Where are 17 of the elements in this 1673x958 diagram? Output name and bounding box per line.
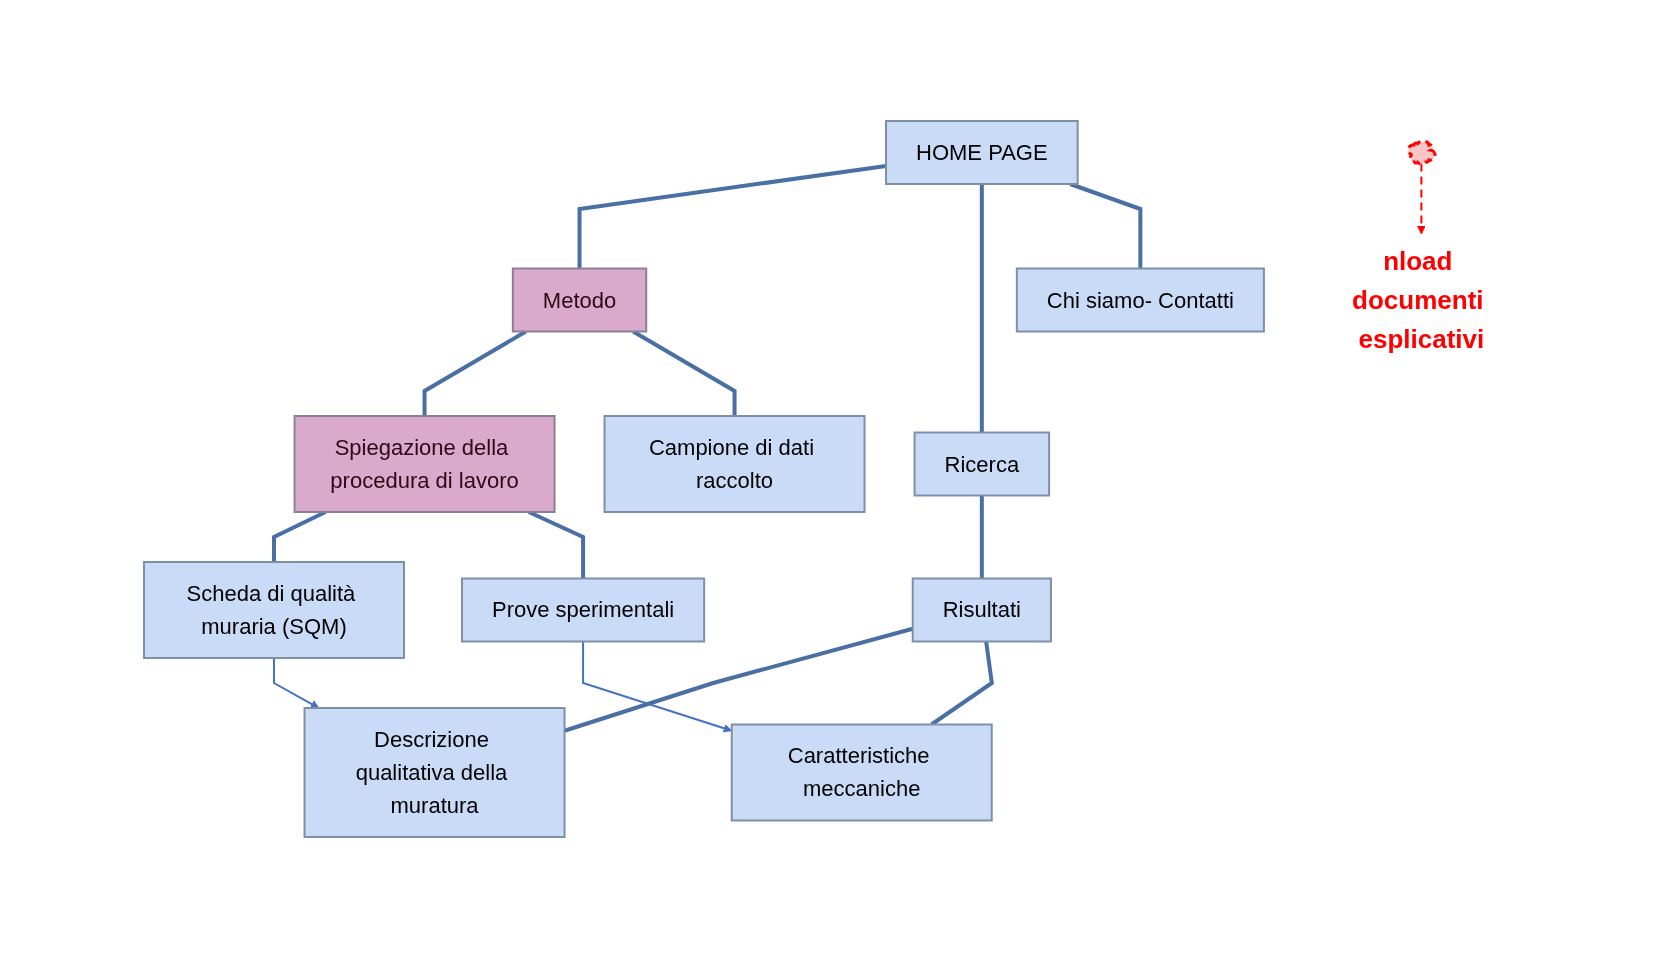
node-box: Descrizione qualitativa della muratura (303, 707, 566, 838)
node-box: Risultati (911, 577, 1052, 643)
node-box: Caratteristiche meccaniche (730, 723, 993, 822)
node-text: nload documenti esplicativi (1352, 245, 1485, 354)
connector (979, 495, 984, 579)
node-box: Metodo (511, 267, 648, 333)
connector (979, 184, 984, 433)
node-box: Prove sperimentali (461, 577, 706, 643)
node-box: Scheda di qualità muraria (SQM) (143, 561, 406, 659)
arrow (273, 657, 320, 709)
node-box: Chi siamo- Contatti (1015, 267, 1265, 333)
node-box: Ricerca (913, 431, 1051, 497)
node-box: HOME PAGE (885, 120, 1079, 185)
node-box: Spiegazione della procedura di lavoro (293, 415, 556, 513)
node-cloud (1406, 140, 1437, 166)
node-box: Campione di dati raccolto (603, 415, 866, 513)
connector (577, 163, 887, 269)
